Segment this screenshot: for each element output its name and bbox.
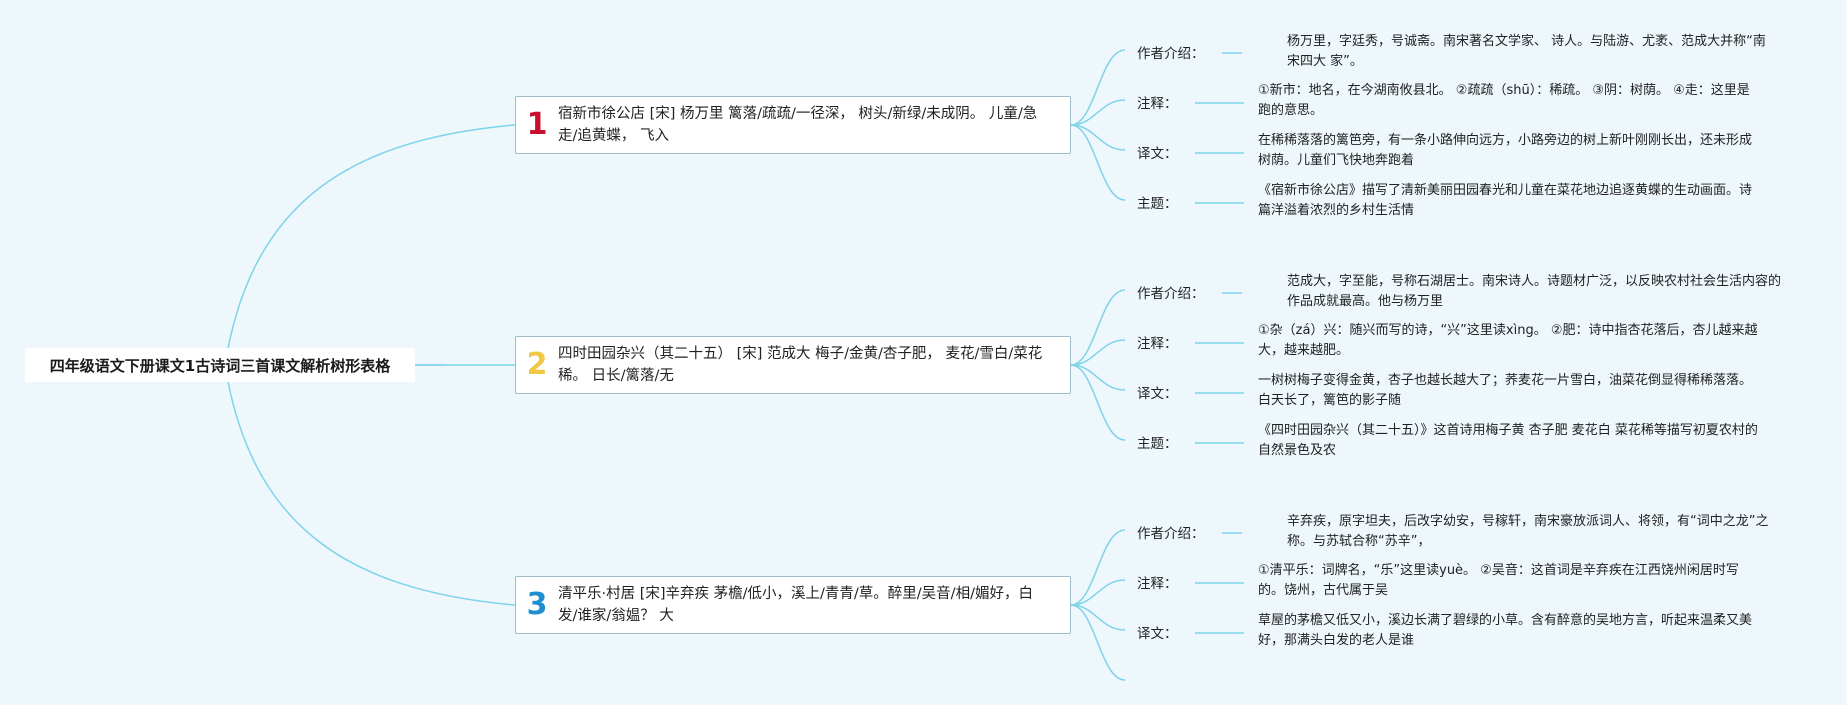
poem-node-1[interactable]: 1 宿新市徐公店 [宋] 杨万里 篱落/疏疏/一径深， 树头/新绿/未成阴。 儿… [515, 96, 1071, 154]
detail-translation-2[interactable]: 一树树梅子变得金黄，杏子也越长越大了；荞麦花一片雪白，油菜花倒显得稀稀落落。 白… [1258, 373, 1753, 408]
root-to-poem-1-link [224, 124, 516, 366]
branch-link-1-1 [1070, 49, 1126, 126]
poem-number-3: 3 [526, 587, 548, 622]
detail-author-3[interactable]: 辛弃疾，原字坦夫，后改字幼安，号稼轩，南宋豪放派词人、将领，有“词中之龙”之称。… [1287, 514, 1769, 549]
poem-text-1: 宿新市徐公店 [宋] 杨万里 篱落/疏疏/一径深， 树头/新绿/未成阴。 儿童/… [558, 106, 1038, 144]
label-notes-2[interactable]: 注释： [1137, 336, 1178, 352]
poem-node-3[interactable]: 3 清平乐·村居 [宋]辛弃疾 茅檐/低小，溪上/青青/草。醉里/吴音/相/媚好… [515, 576, 1071, 634]
poem-node-2[interactable]: 2 四时田园杂兴（其二十五） [宋] 范成大 梅子/金黄/杏子肥， 麦花/雪白/… [515, 336, 1071, 394]
detail-author-1[interactable]: 杨万里，字廷秀，号诚斋。南宋著名文学家、 诗人。与陆游、尤袤、范成大并称“南宋四… [1287, 34, 1766, 69]
poem-number-2: 2 [526, 347, 548, 382]
detail-notes-1[interactable]: ①新市：地名，在今湖南攸县北。 ②疏疏（shū）：稀疏。 ③阴：树荫。 ④走：这… [1258, 83, 1750, 118]
label-notes-3[interactable]: 注释： [1137, 576, 1178, 592]
branch-link-2-4 [1070, 364, 1126, 441]
detail-translation-3[interactable]: 草屋的茅檐又低又小，溪边长满了碧绿的小草。含有醉意的吴地方言，听起来温柔又美好，… [1258, 613, 1753, 648]
branch-link-3-3 [1070, 604, 1126, 631]
branch-link-2-2 [1070, 339, 1126, 366]
root-topic[interactable]: 四年级语文下册课文1古诗词三首课文解析树形表格 [25, 348, 415, 382]
root-title: 四年级语文下册课文1古诗词三首课文解析树形表格 [49, 356, 391, 375]
label-notes-1[interactable]: 注释： [1137, 96, 1178, 112]
label-translation-1[interactable]: 译文： [1137, 146, 1178, 162]
branch-link-2-3 [1070, 364, 1126, 391]
branch-link-3-4 [1070, 604, 1126, 681]
label-author-1[interactable]: 作者介绍： [1137, 46, 1205, 62]
poem-number-1: 1 [526, 107, 548, 142]
detail-author-2[interactable]: 范成大，字至能，号称石湖居士。南宋诗人。诗题材广泛，以反映农村社会生活内容的作品… [1287, 274, 1782, 309]
detail-notes-3[interactable]: ①清平乐：词牌名，“乐”这里读yuè。 ②吴音：这首词是辛弃疾在江西饶州闲居时写… [1258, 563, 1739, 598]
label-translation-2[interactable]: 译文： [1137, 386, 1178, 402]
detail-notes-2[interactable]: ①杂（zá）兴：随兴而写的诗，“兴”这里读xìng。 ②肥：诗中指杏花落后，杏儿… [1258, 323, 1758, 358]
branch-link-1-2 [1070, 99, 1126, 126]
branch-link-2-1 [1070, 289, 1126, 366]
label-author-3[interactable]: 作者介绍： [1137, 526, 1205, 542]
label-author-2[interactable]: 作者介绍： [1137, 286, 1205, 302]
detail-translation-1[interactable]: 在稀稀落落的篱笆旁，有一条小路伸向远方，小路旁边的树上新叶刚刚长出，还未形成树荫… [1258, 133, 1753, 168]
label-theme-1[interactable]: 主题： [1137, 196, 1178, 212]
branch-link-1-4 [1070, 124, 1126, 201]
detail-theme-1[interactable]: 《宿新市徐公店》描写了清新美丽田园春光和儿童在菜花地边追逐黄蝶的生动画面。诗篇洋… [1258, 183, 1753, 218]
branch-link-3-1 [1070, 529, 1126, 606]
label-theme-2[interactable]: 主题： [1137, 436, 1178, 452]
poem-text-3: 清平乐·村居 [宋]辛弃疾 茅檐/低小，溪上/青青/草。醉里/吴音/相/媚好，白… [558, 586, 1033, 624]
branch-link-1-3 [1070, 124, 1126, 151]
label-translation-3[interactable]: 译文： [1137, 626, 1178, 642]
detail-theme-2[interactable]: 《四时田园杂兴（其二十五）》这首诗用梅子黄 杏子肥 麦花白 菜花稀等描写初夏农村… [1258, 423, 1758, 458]
poem-text-2: 四时田园杂兴（其二十五） [宋] 范成大 梅子/金黄/杏子肥， 麦花/雪白/菜花… [558, 346, 1043, 384]
root-to-poem-3-link [224, 364, 516, 606]
branch-link-3-2 [1070, 579, 1126, 606]
